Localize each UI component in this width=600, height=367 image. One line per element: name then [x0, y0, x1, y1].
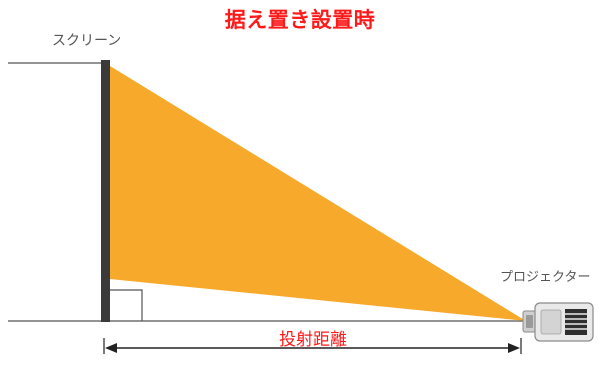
projection-beam	[110, 66, 526, 321]
projector-icon	[522, 302, 594, 342]
right-angle-icon	[110, 289, 143, 321]
double-headed-arrow-icon	[103, 338, 522, 354]
screen-label: スクリーン	[52, 33, 122, 49]
projector-label: プロジェクター	[500, 270, 591, 285]
diagram-title: 据え置き設置時	[224, 8, 376, 32]
screen	[101, 60, 110, 322]
throw-distance-label: 投射距離	[279, 330, 347, 350]
